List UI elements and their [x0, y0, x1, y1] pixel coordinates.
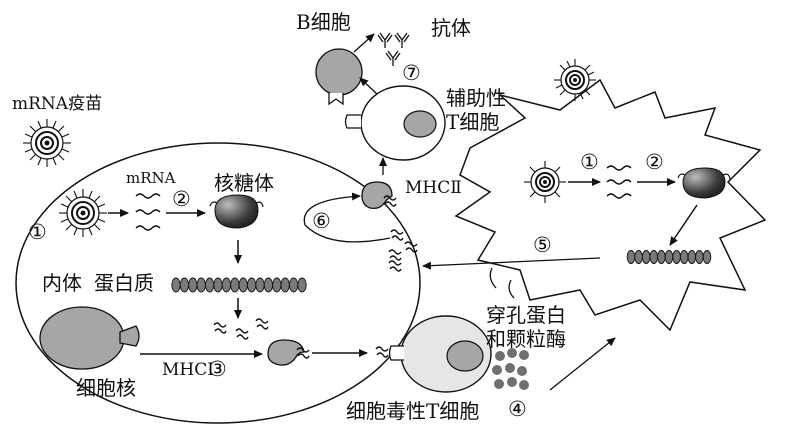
granule [495, 351, 505, 361]
protein-bead [263, 277, 274, 293]
granule [517, 366, 527, 376]
virus-icon [524, 161, 566, 203]
mrna-wave-icon [606, 165, 632, 199]
ribosome-icon [677, 167, 731, 199]
granule [507, 377, 517, 387]
granule [507, 348, 517, 358]
protein-bead [649, 250, 659, 264]
protein-bead [246, 277, 257, 293]
step6-marker: ⑥ [312, 209, 331, 233]
step1-right-marker: ① [580, 150, 599, 174]
ribosome-label: 核糖体 [214, 171, 274, 195]
peptide-fragment-icon [388, 229, 418, 272]
protein-bead [297, 277, 307, 293]
helper-t-label-line1: 辅助性 [446, 86, 506, 110]
protein-bead [238, 277, 248, 293]
step7-marker: ⑦ [402, 61, 421, 85]
peptide-chain-icon [626, 250, 712, 264]
granule [519, 380, 529, 390]
nucleus [39, 306, 140, 370]
step5-marker: ⑤ [533, 233, 552, 257]
mhc2-complex [361, 181, 397, 210]
protein-bead [255, 277, 265, 293]
protein-bead [634, 250, 643, 264]
protein-bead [288, 277, 299, 293]
b-cell [315, 48, 363, 106]
protein-bead [272, 277, 282, 293]
protein-bead [672, 250, 681, 264]
ribosome-icon [209, 194, 264, 229]
protein-bead [204, 277, 215, 293]
helper-t-label-line2: T细胞 [446, 110, 500, 134]
protein-label: 蛋白质 [94, 271, 154, 295]
protein-bead [179, 277, 190, 293]
protein-bead [679, 250, 689, 264]
antibody-label: 抗体 [431, 16, 471, 40]
step4-marker: ④ [508, 397, 527, 421]
granule [492, 365, 502, 375]
protein-bead [196, 277, 206, 293]
nucleus-label: 细胞核 [76, 376, 136, 400]
helper-t-cell [344, 85, 446, 161]
granule [505, 363, 515, 373]
peptide-fragment-icon [213, 318, 269, 340]
cytotoxic-t-cell [375, 315, 492, 393]
mrna-vaccine-label: mRNA疫苗 [12, 94, 103, 114]
protein-bead [188, 277, 198, 293]
granule [519, 350, 529, 360]
protein-bead [641, 250, 651, 264]
protein-bead [687, 250, 697, 264]
mhc1-complex [267, 339, 310, 366]
protein-bead [213, 277, 223, 293]
virus-icon [59, 189, 107, 237]
infected-cell [454, 78, 767, 332]
peptide-chain-icon [171, 277, 307, 293]
b-cell-label: B细胞 [296, 10, 351, 34]
step3-marker: ③ [208, 357, 227, 381]
cytotoxic-t-label: 细胞毒性T细胞 [346, 399, 480, 423]
mrna-wave-icon [135, 193, 161, 231]
protein-bead [171, 277, 181, 293]
perforin-label-line2: 和颗粒酶 [486, 327, 566, 351]
mhc2-label: MHCⅡ [405, 178, 462, 198]
protein-bead [280, 277, 290, 293]
antigen-presenting-cell [15, 142, 421, 424]
mrna-label: mRNA [126, 169, 176, 187]
mhc1-label: MHCⅠ [162, 360, 214, 380]
protein-bead [695, 250, 704, 264]
virus-icon [23, 119, 71, 167]
protein-bead [230, 277, 240, 293]
granule-icon [492, 348, 529, 390]
granule [494, 379, 504, 389]
protein-bead [626, 250, 636, 264]
endosome-label: 内体 [42, 271, 82, 295]
protein-bead [221, 277, 232, 293]
perforin-label-line1: 穿孔蛋白 [486, 303, 566, 327]
protein-bead [664, 250, 674, 264]
arrow-step6 [303, 192, 391, 243]
protein-bead [702, 250, 712, 264]
step1-left-marker: ① [28, 220, 47, 244]
protein-bead [657, 250, 666, 264]
virus-icon [554, 59, 596, 101]
step2-left-marker: ② [172, 187, 191, 211]
step2-right-marker: ② [645, 150, 664, 174]
